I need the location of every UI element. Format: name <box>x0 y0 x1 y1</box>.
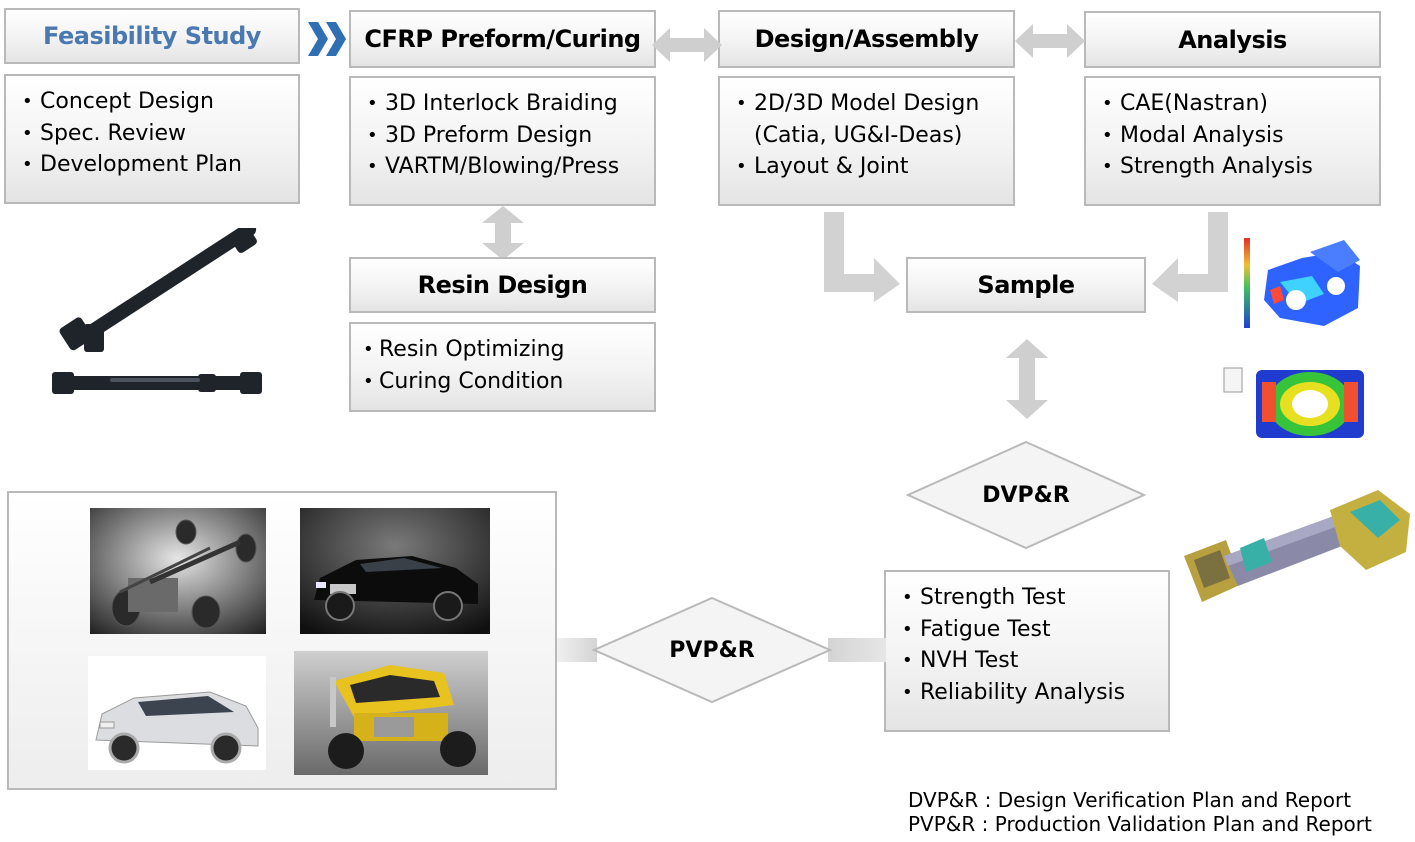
pvpr-diamond <box>592 596 832 704</box>
chassis-drivetrain-photo <box>90 508 266 634</box>
propeller-shaft-photo <box>52 228 262 394</box>
elbow-arrow-analysis-to-sample <box>1152 212 1228 302</box>
list-item: •3D Interlock Braiding <box>367 91 618 116</box>
list-item: •2D/3D Model Design <box>736 91 980 116</box>
design-assembly-items: •2D/3D Model Design (Catia, UG&I-Deas) •… <box>718 76 1015 206</box>
list-item: •Concept Design <box>22 89 214 114</box>
list-item: •Curing Condition <box>363 368 564 394</box>
list-item: •Fatigue Test <box>902 616 1051 642</box>
fea-bracket-stress-plot <box>1244 238 1360 328</box>
dvpr-diamond <box>906 440 1146 550</box>
resin-design-items: •Resin Optimizing •Curing Condition <box>349 322 656 412</box>
design-assembly-title: Design/Assembly <box>754 25 979 53</box>
double-arrow-design-analysis <box>1015 24 1085 58</box>
double-chevron-icon <box>308 22 346 56</box>
double-arrow-cfrp-resin <box>482 206 524 260</box>
abbreviation-legend: DVP&R : Design Verification Plan and Rep… <box>908 788 1372 836</box>
list-item: •VARTM/Blowing/Press <box>367 154 620 179</box>
resin-design-header: Resin Design <box>349 257 656 313</box>
analysis-header: Analysis <box>1084 11 1381 68</box>
feasibility-items: •Concept Design •Spec. Review •Developme… <box>4 74 300 204</box>
elbow-arrow-design-to-sample <box>824 212 900 302</box>
analysis-items: •CAE(Nastran) •Modal Analysis •Strength … <box>1084 76 1381 206</box>
legend-dvpr: DVP&R : Design Verification Plan and Rep… <box>908 788 1352 812</box>
yellow-truck-photo <box>294 651 488 775</box>
feasibility-study-title: Feasibility Study <box>43 22 261 50</box>
list-item: •Layout & Joint <box>736 154 909 179</box>
analysis-title: Analysis <box>1178 25 1287 54</box>
connector-bar-left <box>557 638 597 662</box>
list-item: •Development Plan <box>22 152 242 177</box>
feasibility-study-header: Feasibility Study <box>4 8 300 64</box>
cfrp-items: •3D Interlock Braiding •3D Preform Desig… <box>349 76 656 206</box>
list-item: •NVH Test <box>902 648 1019 673</box>
shaft-assembly-mesh-model <box>1184 490 1410 602</box>
black-sedan-photo <box>300 508 490 634</box>
fea-flange-stress-plot <box>1223 367 1364 438</box>
sample-box: Sample <box>906 257 1146 313</box>
list-item: •Modal Analysis <box>1102 122 1284 148</box>
sample-title: Sample <box>977 271 1075 299</box>
dvpr-items: •Strength Test •Fatigue Test •NVH Test •… <box>884 570 1170 732</box>
list-item: •Strength Analysis <box>1102 154 1313 179</box>
legend-pvpr: PVP&R : Production Validation Plan and R… <box>908 812 1372 836</box>
dvpr-title: DVP&R <box>982 482 1070 508</box>
list-item: •Reliability Analysis <box>902 679 1126 705</box>
connector-bar-right <box>828 638 886 662</box>
cfrp-title: CFRP Preform/Curing <box>364 25 641 53</box>
design-assembly-header: Design/Assembly <box>718 10 1015 68</box>
list-item: •CAE(Nastran) <box>1102 91 1268 116</box>
list-item: •3D Preform Design <box>367 122 593 148</box>
white-suv-photo <box>88 656 266 770</box>
cfrp-header: CFRP Preform/Curing <box>349 10 656 68</box>
resin-design-title: Resin Design <box>417 271 588 299</box>
double-arrow-sample-dvpr <box>1006 339 1048 419</box>
double-arrow-cfrp-design <box>652 28 722 62</box>
list-item: •Strength Test <box>902 585 1066 610</box>
list-item: •Resin Optimizing <box>363 337 565 362</box>
pvpr-title: PVP&R <box>669 637 755 663</box>
list-item: •Spec. Review <box>22 120 187 146</box>
list-item: (Catia, UG&I-Deas) <box>754 122 963 148</box>
